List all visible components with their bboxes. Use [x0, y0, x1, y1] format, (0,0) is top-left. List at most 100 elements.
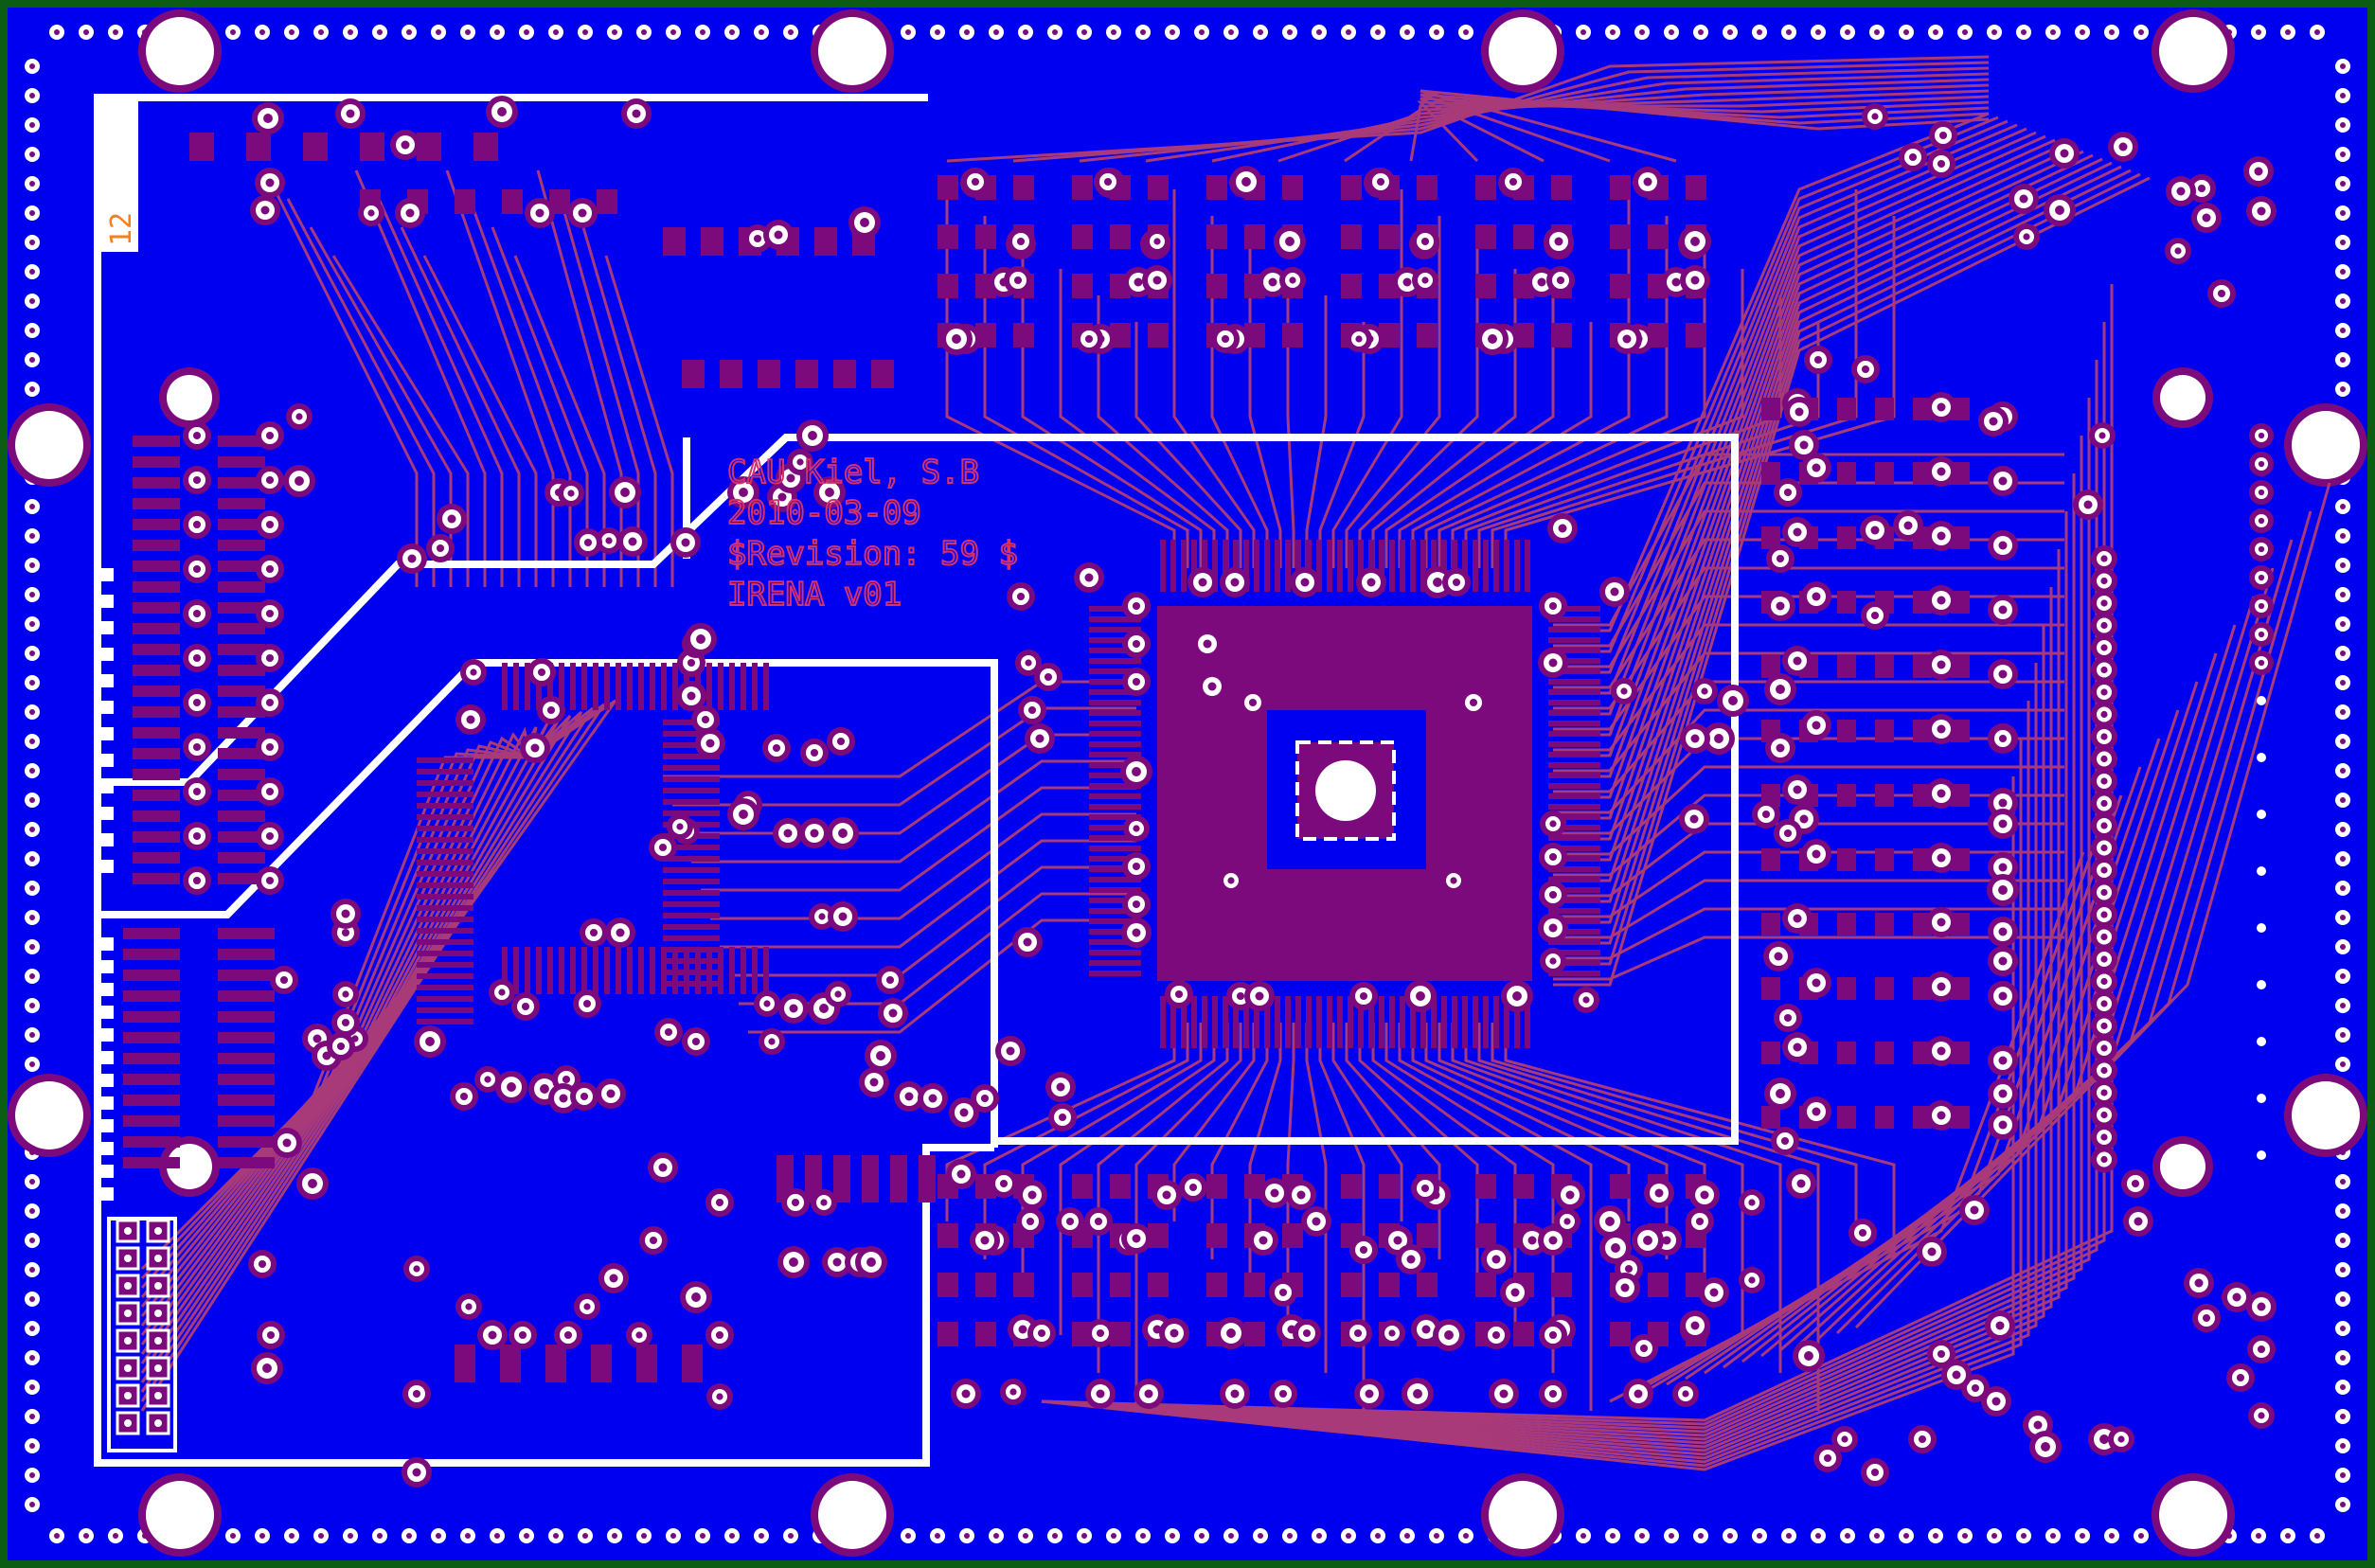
bottom-bus-trace [1384, 1023, 1555, 1373]
fpga-pin-bottom [1431, 996, 1437, 1048]
left-edge-pad [218, 623, 265, 634]
right-group-via-hole [1998, 605, 2008, 615]
bottom-bus-trace [983, 1023, 1189, 1259]
smd-pad [1379, 1174, 1400, 1199]
signal-via-hole [1491, 1255, 1501, 1264]
edge-via-hole [436, 1533, 441, 1539]
signal-via-hole [405, 208, 415, 218]
left-edge-pad [218, 602, 265, 614]
edge-via-hole [2080, 29, 2085, 35]
signal-via-hole [952, 334, 961, 344]
signal-via-hole [2098, 432, 2106, 439]
edge-via-hole [2340, 298, 2346, 304]
right-group-via-hole [1937, 467, 1946, 476]
fpga-pin-top [1254, 540, 1259, 592]
mcu-pin-bottom [593, 947, 598, 994]
right-smd-pad [1761, 1106, 1780, 1129]
row-via-hole [961, 1389, 971, 1399]
edge-via-hole [1316, 29, 1322, 35]
signal-via-hole [2217, 289, 2226, 298]
signal-via-hole [777, 492, 787, 502]
smd-pad [455, 1345, 475, 1382]
left-edge-pad [133, 831, 180, 843]
edge-via-hole [29, 827, 35, 832]
signal-via-hole [260, 205, 270, 215]
signal-via-hole [342, 990, 349, 998]
fpga-pin-left [1089, 752, 1141, 757]
left-edge-pad [218, 790, 265, 801]
signal-via-hole [1563, 1218, 1571, 1225]
right-group-via-hole [1937, 918, 1946, 927]
smd-pad [1206, 274, 1227, 298]
signal-via-hole [1132, 900, 1141, 909]
left-connector-via-hole [265, 653, 275, 663]
edge-via-hole [1727, 1533, 1733, 1539]
signal-via-hole [658, 1163, 668, 1172]
signal-via-hole [488, 1330, 497, 1340]
right-smd-pad [1837, 1106, 1856, 1129]
smd-pad [795, 360, 818, 388]
edge-via-hole [2340, 973, 2346, 979]
edge-via-hole [729, 1533, 735, 1539]
signal-via-hole [1556, 276, 1565, 285]
signal-via-hole [971, 177, 980, 187]
mcu-pin-right [663, 958, 720, 964]
right-ladder-via-hole [2100, 710, 2108, 719]
signal-via-hole [282, 1138, 292, 1148]
right-ladder-via-hole [2100, 688, 2108, 696]
fpga-pin-bottom [1191, 996, 1197, 1048]
signal-via-hole [1695, 1217, 1705, 1226]
edge-via-hole [788, 29, 794, 35]
signal-via-hole [696, 634, 705, 644]
signal-via-hole [1009, 1388, 1017, 1396]
right-bus-trace [1553, 907, 2064, 960]
right-smd-pad [1837, 977, 1856, 1000]
signal-via-hole [341, 928, 350, 937]
fpga-pin-bottom [1462, 996, 1468, 1048]
mounting-hole [15, 1081, 83, 1149]
fpga-pin-top [1243, 540, 1249, 592]
smd-pad [1475, 175, 1496, 200]
right-edge-dot [2257, 810, 2266, 819]
edge-via-hole [494, 29, 500, 35]
edge-via-hole [2340, 680, 2346, 686]
signal-via-hole [687, 691, 696, 701]
signal-via-hole [1144, 1389, 1153, 1399]
fpga-pin-top [1493, 540, 1499, 592]
edge-via-hole [1228, 29, 1234, 35]
right-group-via-hole [1937, 596, 1946, 605]
edge-via-hole [1081, 29, 1087, 35]
edge-via-hole [1845, 29, 1850, 35]
edge-via-hole [1258, 29, 1263, 35]
signal-via-hole [1776, 685, 1785, 694]
fpga-pin-top [1337, 540, 1343, 592]
smd-pad [1379, 1273, 1400, 1297]
smd-pad [1475, 274, 1496, 298]
fpga-pin-top [1420, 540, 1426, 592]
signal-via-hole [1938, 131, 1948, 140]
left-edge-pad [133, 498, 180, 509]
edge-via-hole [553, 29, 559, 35]
right-smd-pad [1761, 655, 1780, 678]
signal-via-hole [1044, 672, 1053, 682]
side-pin [100, 1096, 114, 1110]
edge-via-hole [964, 29, 970, 35]
edge-via-hole [113, 1533, 118, 1539]
smd-pad [1341, 175, 1362, 200]
signal-via-hole [258, 1259, 267, 1269]
smd-pad [975, 224, 996, 249]
left-edge-pad [123, 1011, 180, 1023]
smd-pad [303, 133, 328, 161]
mcu-pin-top [729, 663, 735, 710]
left-edge-pad [133, 769, 180, 780]
mounting-hole [2159, 1481, 2227, 1549]
signal-via-hole [1153, 238, 1161, 245]
right-ladder-via-hole [2100, 777, 2108, 785]
mcu-fan-trace [140, 706, 595, 1393]
left-edge-pad [218, 706, 265, 718]
silk-line-1: CAU Kiel, S.B [727, 454, 979, 491]
fpga-pin-bottom [1348, 996, 1353, 1048]
mcu-upper-trace [331, 255, 470, 587]
left-edge-pad [123, 1074, 180, 1085]
fpga-pin-bottom [1295, 996, 1301, 1048]
